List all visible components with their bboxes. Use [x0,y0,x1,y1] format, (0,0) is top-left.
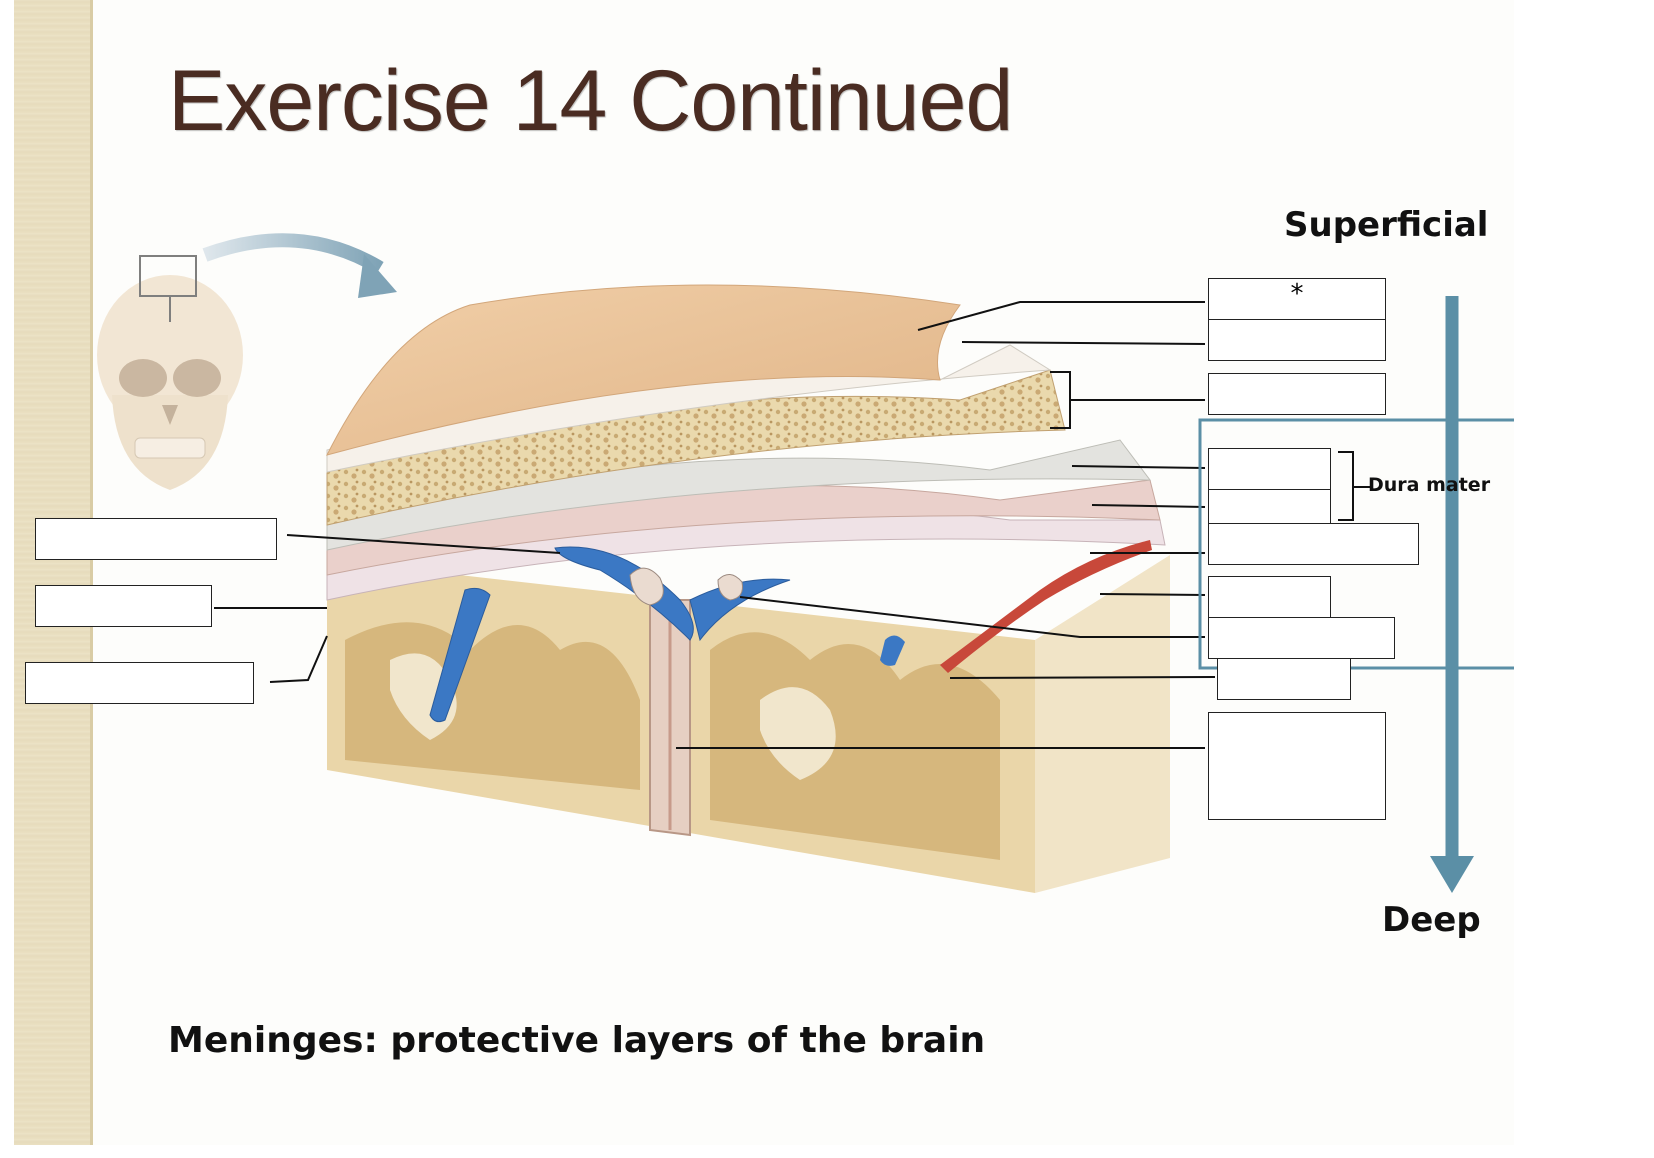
skull-icon [97,255,243,490]
label-box-arachnoid-granulation[interactable] [35,585,212,627]
label-box-falx[interactable] [25,662,254,704]
scalp-skin-layer [326,284,961,456]
dura-bracket-frame [1198,418,1514,670]
slide [14,0,1514,1145]
brain-tissue-block [327,555,1170,893]
cerebral-vein-right [880,635,905,666]
slide-caption: Meninges: protective layers of the brain [168,1020,986,1061]
depth-arrow-icon [1430,856,1474,893]
label-box-pia-mater[interactable] [1217,658,1351,700]
label-box-sinus[interactable] [35,518,277,560]
pointer-arrow-head [358,254,397,298]
cerebral-vein-left [429,587,491,723]
slide-title: Exercise 14 Continued [168,53,1013,149]
superficial-label: Superficial [1284,205,1489,245]
deep-label: Deep [1382,900,1481,940]
stripe-divider [90,0,93,1145]
label-box-skull[interactable] [1208,373,1386,415]
leader-lines [214,301,1372,749]
label-box-subarachnoid-space[interactable] [1208,617,1395,659]
label-box-scalp[interactable]: * [1208,278,1386,320]
arachnoid-granulation-2 [717,574,743,601]
label-box-periosteum[interactable] [1208,319,1386,361]
label-box-dura-periosteal[interactable] [1208,448,1331,490]
decorative-stripe [14,0,90,1145]
arachnoid-granulation [629,567,664,606]
label-box-subdural-space[interactable] [1208,523,1419,565]
pointer-arrow-icon [202,233,384,275]
label-box-arachnoid[interactable] [1208,576,1331,618]
label-box-cortex[interactable] [1208,712,1386,820]
dura-mater-label: Dura mater [1368,474,1491,496]
